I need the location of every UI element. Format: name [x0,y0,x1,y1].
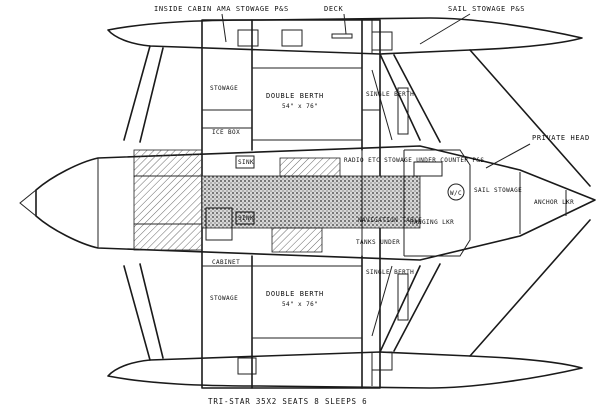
handrail-top [397,87,409,135]
label-sail-stowage-bow: SAIL STOWAGE [474,187,522,194]
label-double-berth-bottom-size: 54" x 76" [282,301,318,308]
label-hanging-lkr: HANGING LKR [410,219,454,226]
handrail-bottom [397,273,409,321]
toilet-icon [447,183,465,201]
plan-title: TRI-STAR 35X2 SEATS 8 SLEEPS 6 [208,397,367,406]
label-icebox: ICE BOX [212,129,240,136]
label-wc: W/C [450,190,462,197]
label-inside-cabin-stowage: INSIDE CABIN AMA STOWAGE P&S [154,5,289,13]
bottom-ama [107,351,583,389]
leader-lines [221,13,531,169]
cross-arms [123,45,591,361]
label-stowage-top: STOWAGE [210,85,238,92]
label-radio-stowage: RADIO ETC STOWAGE UNDER COUNTER P&S [344,157,484,164]
label-single-berth-top: SINGLE BERTH [366,91,414,98]
ama-hatch-1 [237,29,259,47]
settee-bottom [205,207,233,241]
double-berth-bottom-outline [251,265,363,339]
deck-hatch-rect [331,33,353,39]
label-navigation-table: NAVIGATION TABLE [358,217,422,224]
galley-counter-top [279,157,341,177]
single-berths [371,69,409,337]
label-sail-stowage-ps: SAIL STOWAGE P&S [448,5,525,13]
cockpit-floor [133,175,203,225]
label-double-berth-bottom: DOUBLE BERTH [266,290,324,298]
head-sink [413,161,443,177]
ama-hatch-5 [371,351,393,371]
main-hull [19,145,596,261]
double-berth-top-outline [251,67,363,141]
ama-hatch-3 [371,31,393,51]
label-double-berth-top-size: 54" x 76" [282,103,318,110]
label-anchor-lkr: ANCHOR LKR [534,199,574,206]
label-sink-2: SINK [238,215,254,222]
galley-counter-bottom [271,227,323,253]
cockpit-seat-top [133,149,203,177]
label-stowage-bottom: STOWAGE [210,295,238,302]
cockpit-seat-bottom [133,223,203,251]
plan-labels: INSIDE CABIN AMA STOWAGE P&S DECK SAIL S… [154,5,590,406]
label-private-head: PRIVATE HEAD [532,134,590,142]
main-cabin-floor [201,175,421,229]
label-tanks-under: TANKS UNDER [356,239,400,246]
ama-hatch-4 [237,357,257,375]
label-double-berth-top: DOUBLE BERTH [266,92,324,100]
sink-top [235,155,255,169]
ama-hatch-2 [281,29,303,47]
label-single-berth-bottom: SINGLE BERTH [366,269,414,276]
sink-bottom [235,211,255,225]
label-sink: SINK [238,159,254,166]
label-cabinet: CABINET [212,259,240,266]
label-deck: DECK [324,5,343,13]
